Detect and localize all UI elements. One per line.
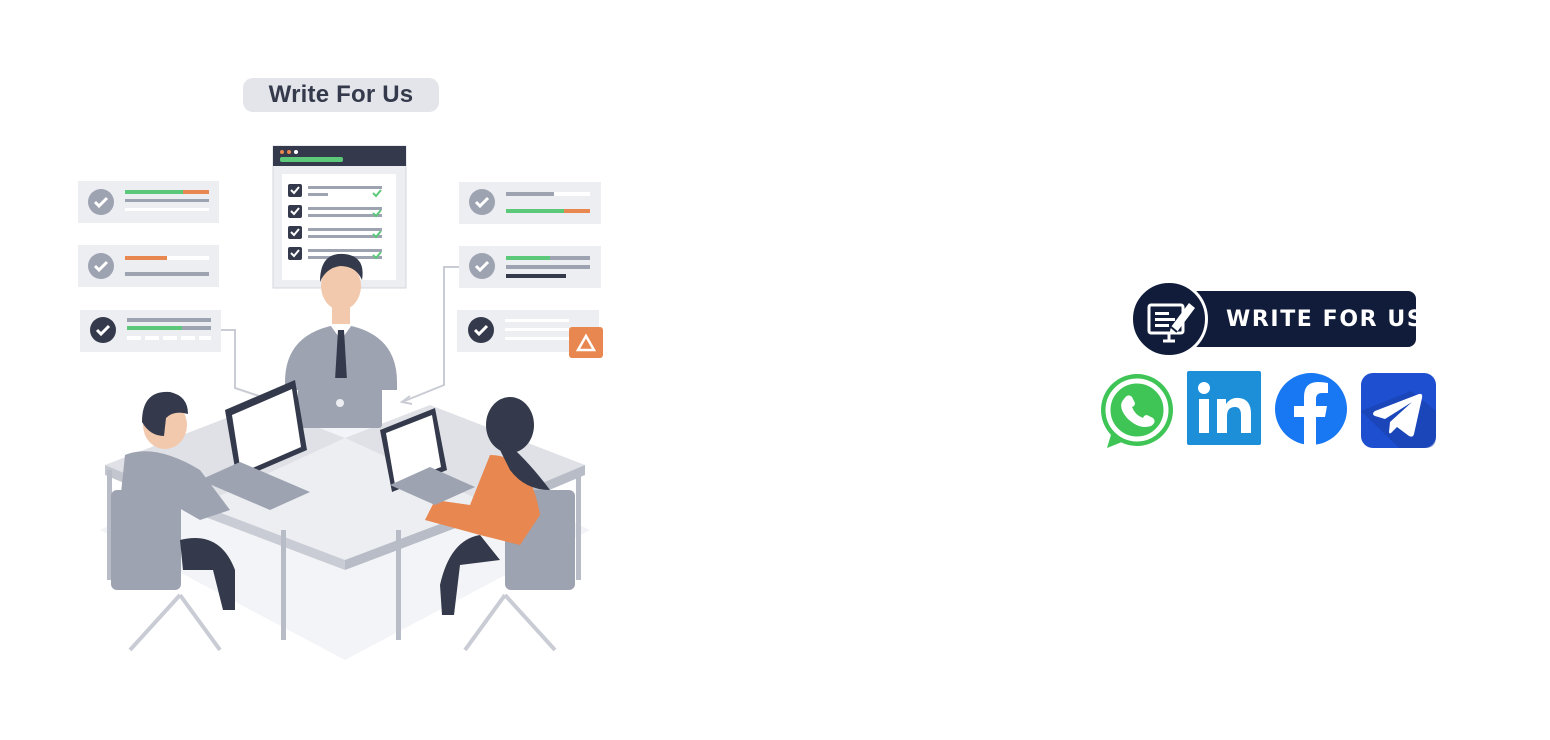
cta-badge xyxy=(1130,280,1208,358)
linkedin-icon[interactable] xyxy=(1187,371,1263,447)
write-for-us-pill: Write For Us xyxy=(243,78,439,112)
cta-label: WRITE FOR US xyxy=(1226,306,1425,332)
center-person xyxy=(285,253,397,390)
cta-bar[interactable]: WRITE FOR US xyxy=(1170,291,1423,347)
whatsapp-icon[interactable] xyxy=(1096,371,1178,451)
center-laptop xyxy=(298,378,382,428)
left-task-cards xyxy=(78,181,221,352)
pen-on-paper-icon xyxy=(1147,303,1195,343)
right-person xyxy=(380,397,575,652)
illustration-artwork xyxy=(78,145,603,660)
telegram-icon[interactable] xyxy=(1359,371,1439,451)
right-task-cards xyxy=(457,182,603,358)
write-for-us-cta[interactable]: WRITE FOR US xyxy=(1130,280,1423,358)
social-icons xyxy=(1096,371,1441,451)
team-writing-illustration: Write For Us xyxy=(60,60,630,670)
pill-label: Write For Us xyxy=(268,81,414,108)
facebook-icon[interactable] xyxy=(1274,371,1350,447)
left-person xyxy=(111,380,310,652)
